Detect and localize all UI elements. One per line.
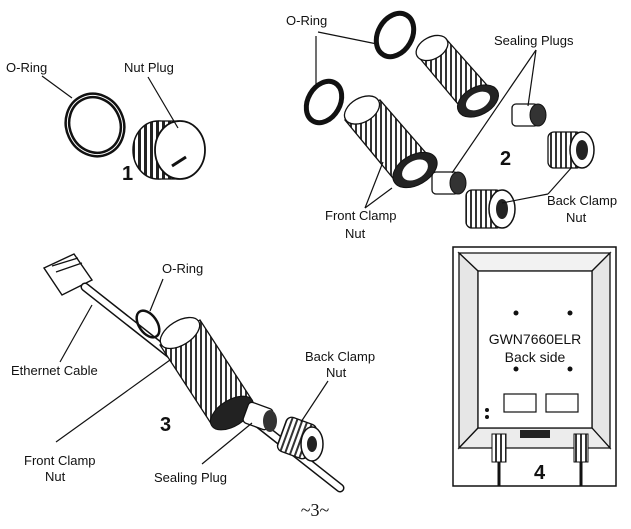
panel4-model-label: GWN7660ELR bbox=[489, 331, 582, 347]
panel1-oring-label: O-Ring bbox=[6, 60, 47, 75]
panel3-o-ring bbox=[135, 309, 161, 339]
panel3-step-number: 3 bbox=[160, 414, 171, 436]
panel2-sealing-plugs-label: Sealing Plugs bbox=[494, 33, 574, 48]
panel2-sealing-plug-lower bbox=[431, 171, 467, 195]
panel2-step-number: 2 bbox=[500, 148, 511, 170]
panel2-back-clamp-lower bbox=[465, 189, 516, 229]
panel4-side-label: Back side bbox=[505, 349, 566, 365]
panel3-oring-label: O-Ring bbox=[162, 261, 203, 276]
panel4-left-connector bbox=[491, 433, 507, 486]
panel4-right-connector bbox=[573, 433, 589, 486]
panel-4: GWN7660ELR Back side 4 bbox=[452, 246, 617, 487]
panel4-step-number: 4 bbox=[534, 462, 546, 484]
panel-3: O-Ring Ethernet Cable Back Clamp Nut Fro… bbox=[11, 253, 375, 493]
panel1-step-number: 1 bbox=[122, 163, 133, 185]
ethernet-plug bbox=[42, 253, 94, 296]
panel2-front-clamp-label-line2: Nut bbox=[345, 226, 366, 241]
panel3-back-clamp-label-line2: Nut bbox=[326, 365, 347, 380]
panel-1: O-Ring Nut Plug 1 bbox=[6, 60, 206, 185]
panel3-back-clamp-label-line1: Back Clamp bbox=[305, 349, 375, 364]
panel3-front-clamp-label-line1: Front Clamp bbox=[24, 453, 96, 468]
panel2-back-clamp-label-line2: Nut bbox=[566, 210, 587, 225]
o-ring-part bbox=[64, 92, 126, 158]
nut-plug-part bbox=[132, 120, 206, 180]
panel2-o-ring-lower bbox=[303, 78, 345, 126]
panel2-oring-label: O-Ring bbox=[286, 13, 327, 28]
panel2-front-clamp-lower bbox=[343, 95, 438, 189]
panel2-o-ring-upper bbox=[373, 10, 417, 60]
panel2-back-clamp-upper bbox=[547, 131, 595, 169]
panel2-front-clamp-label-line1: Front Clamp bbox=[325, 208, 397, 223]
access-point-device bbox=[457, 251, 612, 450]
panel-2: O-Ring Sealing Plugs Front Clamp Nut Bac… bbox=[286, 10, 617, 241]
panel2-front-clamp-upper bbox=[415, 34, 500, 118]
panel3-sealing-plug bbox=[242, 401, 277, 432]
panel3-ethernet-label: Ethernet Cable bbox=[11, 363, 98, 378]
panel3-front-clamp bbox=[159, 316, 254, 431]
panel1-nut-plug-label: Nut Plug bbox=[124, 60, 174, 75]
panel3-back-clamp bbox=[276, 416, 324, 462]
panel3-sealing-plug-label: Sealing Plug bbox=[154, 470, 227, 485]
panel2-sealing-plug-upper bbox=[511, 103, 547, 127]
page-number: ~3~ bbox=[301, 500, 330, 520]
panel3-front-clamp-label-line2: Nut bbox=[45, 469, 66, 484]
panel2-back-clamp-label-line1: Back Clamp bbox=[547, 193, 617, 208]
